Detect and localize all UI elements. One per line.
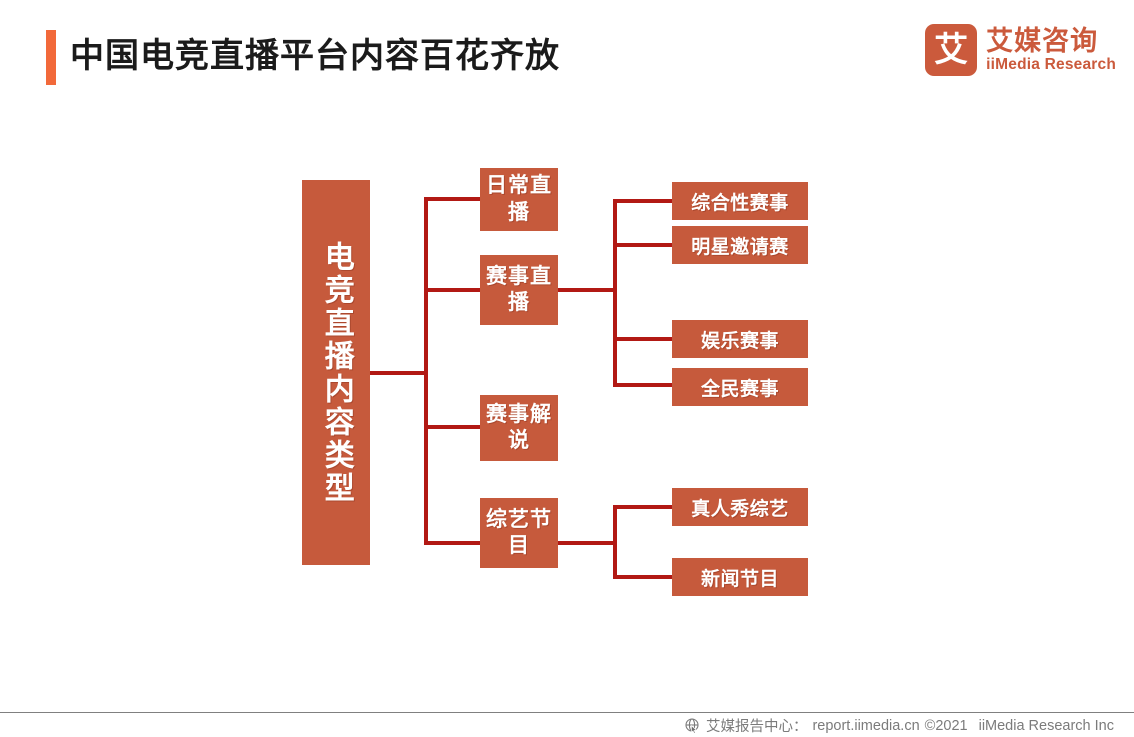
node-star-invitational[interactable]: 明星邀请赛 bbox=[672, 226, 808, 264]
connector-variety-to-news bbox=[613, 575, 673, 579]
footer-copyright: ©2021 bbox=[924, 717, 968, 734]
logo-text: 艾媒咨询 iiMedia Research bbox=[986, 26, 1116, 74]
connector-match-to-comprehensive bbox=[613, 199, 673, 203]
connector-match-to-entertain bbox=[613, 337, 673, 341]
connector-match-to-public bbox=[613, 383, 673, 387]
connector-match-subtrunk bbox=[613, 199, 617, 387]
node-match-live[interactable]: 赛事直播 bbox=[480, 255, 558, 325]
connector-trunk-to-variety bbox=[424, 541, 482, 545]
footer-company: iiMedia Research Inc bbox=[978, 717, 1114, 734]
node-match-commentary[interactable]: 赛事解说 bbox=[480, 395, 558, 461]
node-entertainment-tournament[interactable]: 娱乐赛事 bbox=[672, 320, 808, 358]
page-title: 中国电竞直播平台内容百花齐放 bbox=[70, 37, 560, 75]
footer-url[interactable]: report.iimedia.cn bbox=[812, 717, 920, 734]
logo-mark-icon: 艾 bbox=[925, 24, 978, 76]
node-daily-live[interactable]: 日常直播 bbox=[480, 168, 558, 231]
node-comprehensive-tournament[interactable]: 综合性赛事 bbox=[672, 182, 808, 220]
connector-variety-subtrunk bbox=[613, 505, 617, 577]
globe-cursor-icon bbox=[685, 717, 701, 734]
connector-level2-trunk bbox=[424, 197, 428, 545]
footer-divider bbox=[0, 712, 1134, 713]
connector-trunk-to-daily bbox=[424, 197, 482, 201]
connector-variety-to-realityshow bbox=[613, 505, 673, 509]
node-root-content-type[interactable]: 电竞直播内容类型 bbox=[302, 180, 370, 565]
logo-name-en: iiMedia Research bbox=[986, 56, 1116, 73]
content-type-tree-diagram: 电竞直播内容类型 日常直播 赛事直播 赛事解说 综艺节目 综合性赛事 明星邀请赛… bbox=[302, 168, 808, 596]
title-accent-bar bbox=[46, 30, 56, 85]
node-public-tournament[interactable]: 全民赛事 bbox=[672, 368, 808, 406]
node-reality-show[interactable]: 真人秀综艺 bbox=[672, 488, 808, 526]
node-variety-show[interactable]: 综艺节目 bbox=[480, 498, 558, 568]
node-news-program[interactable]: 新闻节目 bbox=[672, 558, 808, 596]
footer-report-center-label: 艾媒报告中心： bbox=[705, 719, 808, 735]
logo-name-cn: 艾媒咨询 bbox=[986, 26, 1099, 56]
connector-match-to-subtrunk bbox=[558, 288, 616, 292]
footer: 艾媒报告中心： report.iimedia.cn ©2021 iiMedia … bbox=[685, 715, 1114, 736]
connector-root-to-trunk bbox=[370, 371, 428, 375]
connector-match-to-star bbox=[613, 243, 673, 247]
connector-trunk-to-comment bbox=[424, 425, 482, 429]
connector-variety-to-subtrunk bbox=[558, 541, 616, 545]
connector-trunk-to-match bbox=[424, 288, 482, 292]
iimedia-logo: 艾 艾媒咨询 iiMedia Research bbox=[925, 24, 1116, 76]
